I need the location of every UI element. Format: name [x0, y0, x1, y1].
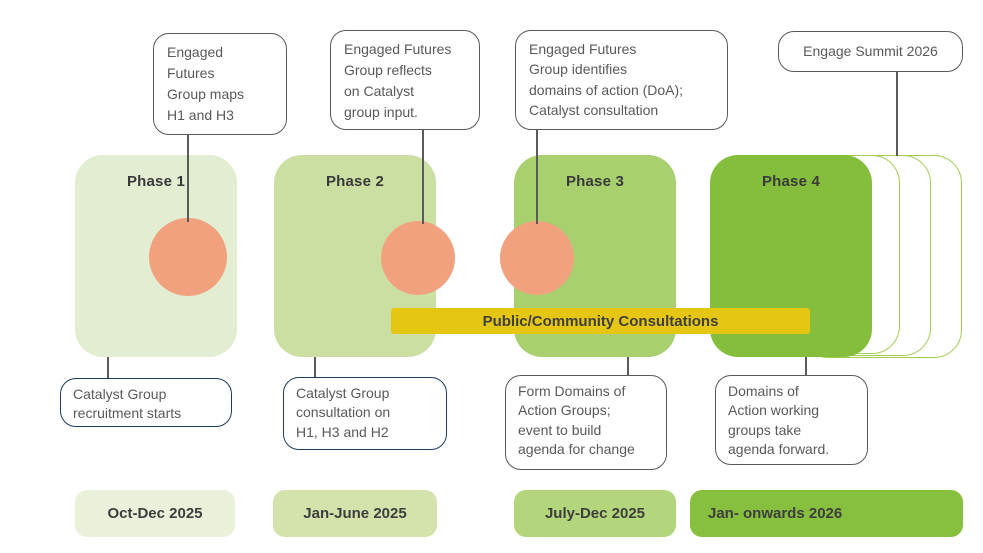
date-pill-label: Oct-Dec 2025 [107, 505, 203, 522]
connector-line-top-4 [896, 72, 898, 156]
public-community-consultations-banner: Public/Community Consultations [391, 308, 810, 334]
date-pill-jan-june-2025: Jan-June 2025 [273, 490, 437, 537]
engagement-circle-1 [149, 218, 227, 296]
connector-line-bottom-3 [627, 357, 629, 375]
top-callout-engage-summit: Engage Summit 2026 [778, 31, 963, 72]
date-pill-label: Jan-June 2025 [303, 505, 407, 522]
connector-line-top-3 [536, 130, 538, 224]
engagement-circle-3 [500, 221, 574, 295]
connector-line-bottom-1 [107, 357, 109, 378]
engagement-circle-2 [381, 221, 455, 295]
top-callout-engaged-futures-reflects: Engaged Futures Group reflects on Cataly… [330, 30, 480, 130]
date-pill-july-dec-2025: July-Dec 2025 [514, 490, 676, 537]
bottom-callout-form-domains: Form Domains of Action Groups; event to … [505, 375, 667, 470]
date-pill-jan-onwards-2026: Jan- onwards 2026 [690, 490, 963, 537]
date-pill-label: July-Dec 2025 [544, 505, 646, 522]
top-callout-engaged-futures-maps: Engaged Futures Group maps H1 and H3 [153, 33, 287, 135]
banner-label: Public/Community Consultations [482, 312, 719, 330]
date-pill-oct-dec-2025: Oct-Dec 2025 [75, 490, 235, 537]
phase-1-title: Phase 1 [126, 173, 186, 190]
bottom-callout-catalyst-consultation: Catalyst Group consultation on H1, H3 an… [283, 377, 447, 450]
top-callout-engaged-futures-identifies: Engaged Futures Group identifies domains… [515, 30, 728, 130]
connector-line-bottom-4 [805, 357, 807, 375]
phase-2-title: Phase 2 [325, 173, 385, 190]
connector-line-top-1 [187, 135, 189, 222]
bottom-callout-domains-forward: Domains of Action working groups take ag… [715, 375, 868, 465]
bottom-callout-catalyst-recruitment: Catalyst Group recruitment starts [60, 378, 232, 427]
connector-line-top-2 [422, 130, 424, 224]
connector-line-bottom-2 [314, 357, 316, 377]
phase-4-title: Phase 4 [761, 173, 821, 190]
date-pill-label: Jan- onwards 2026 [708, 505, 843, 522]
phase-3-title: Phase 3 [565, 173, 625, 190]
